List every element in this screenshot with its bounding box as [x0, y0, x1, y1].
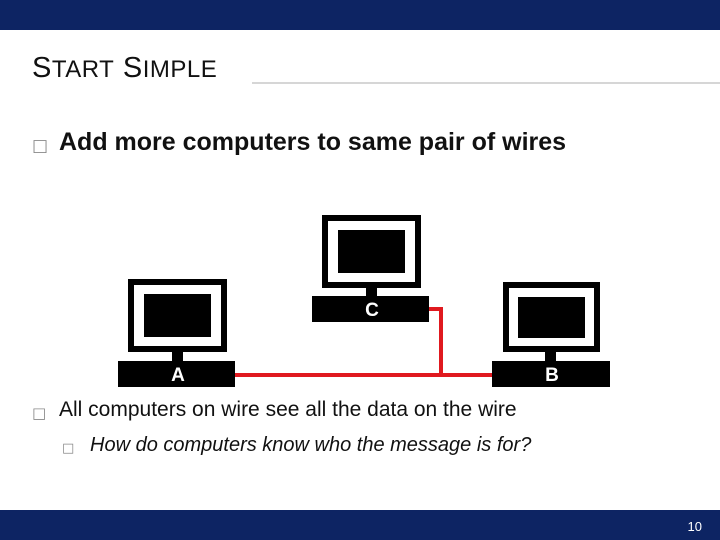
computer-c: C — [312, 215, 429, 322]
network-wire-branch — [429, 307, 443, 375]
top-banner — [0, 0, 720, 30]
computer-a-label: A — [171, 365, 185, 386]
sub-bullet-who-is-message-for: How do computers know who the message is… — [90, 434, 532, 456]
sub-bullet-square-icon: □ — [62, 441, 75, 456]
computer-b: B — [492, 282, 610, 387]
title-underline — [252, 82, 720, 84]
bullet-add-computers: Add more computers to same pair of wires — [59, 128, 567, 156]
bullet-square-icon: □ — [32, 136, 49, 156]
computer-b-label: B — [545, 365, 559, 386]
bullet-all-computers-see-data: All computers on wire see all the data o… — [59, 398, 517, 421]
computer-a: A — [118, 279, 235, 387]
bullet-square-icon: □ — [32, 404, 47, 422]
bottom-banner — [0, 510, 720, 540]
slide-title: START SIMPLE — [32, 52, 217, 85]
title-text: START SIMPLE — [32, 52, 218, 84]
page-number: 10 — [687, 519, 702, 534]
computer-c-label: C — [365, 300, 379, 321]
